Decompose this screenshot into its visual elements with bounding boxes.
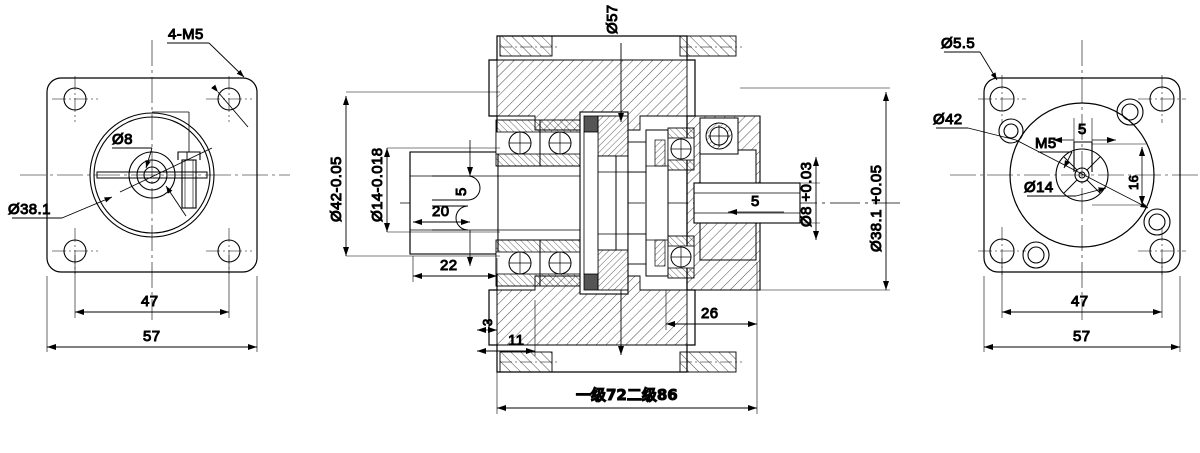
- dim-dia8-right: [760, 157, 820, 240]
- dim-26: [665, 262, 758, 330]
- right-flange-outline: [983, 77, 1181, 273]
- right-hub-spokes: [1063, 156, 1101, 194]
- bearing-output-upper: [667, 127, 695, 171]
- input-shaft: [409, 151, 499, 255]
- right-bore-circle: [1074, 167, 1090, 183]
- right-dim-extensions: [983, 258, 1181, 352]
- leader-dia381-left: [12, 147, 213, 219]
- dim-overall: [496, 330, 758, 414]
- left-flange-outline: [46, 77, 258, 273]
- dim-22: [412, 256, 498, 346]
- dim-20: [409, 219, 470, 232]
- dim-dia14-text: Ø14-0.018: [369, 148, 386, 222]
- gear-carrier: [579, 111, 647, 295]
- dim-right-16-text: 16: [1126, 175, 1141, 190]
- right-pilot-circle: [1009, 102, 1155, 248]
- leader-dia42-right: [936, 127, 1149, 209]
- output-screw-detail: [699, 117, 739, 155]
- leader-4-m5: [167, 42, 249, 128]
- dim-keyway-right-text: 5: [751, 193, 760, 210]
- section-view: Ø57 Ø42-0.05 Ø14-0.018 5 20: [328, 4, 900, 414]
- label-dia14-right: Ø14: [1024, 179, 1054, 196]
- left-pilot-circle-inner: [93, 116, 211, 234]
- dim-right-5: [1053, 118, 1116, 144]
- leader-dia55: [944, 51, 998, 81]
- dim-11-text: 11: [508, 332, 524, 349]
- leader-dia14-right: [1027, 187, 1107, 197]
- dim-overall-text: 一级72二级86: [576, 386, 678, 404]
- dim-dia8-right-text: Ø8 +0.03: [798, 162, 815, 227]
- dim-right-16: [1092, 143, 1146, 206]
- dim-dia42-text: Ø42-0.05: [328, 156, 345, 222]
- left-screw-body: [181, 159, 197, 209]
- dim-26-text: 26: [701, 305, 719, 322]
- left-hub-inner: [136, 159, 168, 191]
- leader-dia8-left: [112, 147, 153, 169]
- label-dia381-left: Ø38.1: [8, 201, 51, 218]
- dim-right-47-text: 47: [1071, 293, 1089, 310]
- dim-left-47-text: 47: [141, 293, 159, 310]
- dim-3-text: 3: [480, 318, 495, 326]
- label-dia55: Ø5.5: [941, 35, 975, 52]
- label-4-m5: 4-M5: [168, 26, 204, 43]
- label-dia8-left: Ø8: [112, 131, 133, 148]
- left-pilot-circle-outer: [89, 112, 215, 238]
- dim-dia381-right: [740, 87, 890, 291]
- second-stage: [645, 129, 669, 277]
- dim-keyway-left-text: 5: [453, 187, 470, 196]
- dim-left-57-text: 57: [143, 328, 161, 345]
- dim-dia42: [343, 91, 500, 257]
- left-key-slot: [96, 171, 208, 179]
- housing-hatch-upper: [496, 59, 688, 131]
- label-dia57: Ø57: [604, 4, 621, 34]
- dim-dia381-right-text: Ø38.1 +0.05: [868, 165, 885, 252]
- dim-3: [477, 300, 497, 336]
- dim-dia14: [384, 147, 500, 233]
- dim-20-text: 20: [432, 203, 450, 220]
- output-shaft: [693, 182, 801, 261]
- inner-shaft: [497, 165, 581, 241]
- left-hub-outer: [128, 151, 176, 199]
- right-keyway: [1073, 141, 1093, 172]
- dim-right-5-text: 5: [1078, 121, 1087, 138]
- dim-right-57-text: 57: [1073, 328, 1091, 345]
- left-bore-circle: [143, 166, 161, 184]
- leader-m5-right: [1038, 151, 1073, 169]
- bearing-output-lower: [667, 235, 695, 279]
- dim-11: [477, 300, 536, 356]
- left-view: 4-M5 Ø8 Ø38.1 47 57: [8, 26, 290, 352]
- label-m5-right: M5: [1035, 135, 1057, 152]
- right-tapped-bosses: [998, 98, 1171, 269]
- right-bore-inner: [1078, 171, 1086, 179]
- label-dia42: Ø42: [933, 111, 963, 128]
- left-dim-extensions: [46, 255, 258, 352]
- right-hub-circle: [1055, 148, 1109, 202]
- dim-22-text: 22: [440, 257, 458, 274]
- right-view: Ø5.5 Ø42 M5 Ø14 5: [933, 35, 1200, 352]
- housing-flange-lugs: [499, 35, 742, 373]
- bearing-left-lower: [495, 239, 585, 287]
